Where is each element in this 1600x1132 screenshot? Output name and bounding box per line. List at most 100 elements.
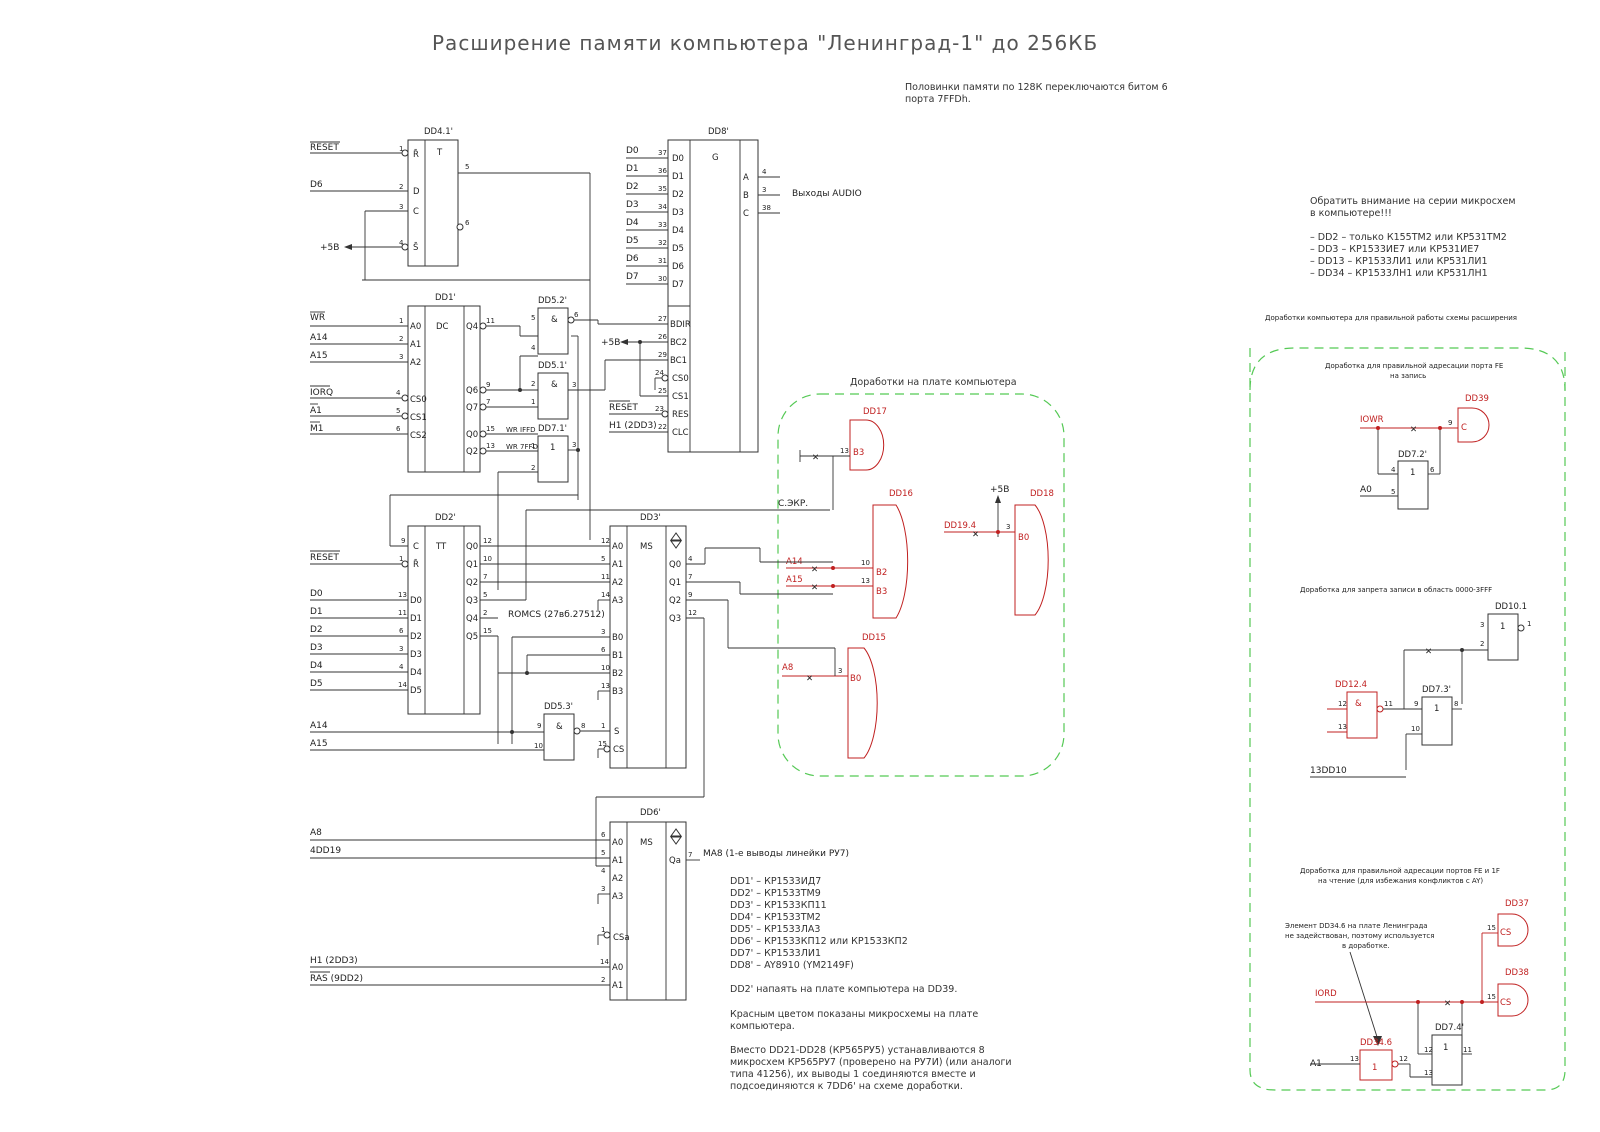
svg-text:14: 14 [398,681,407,689]
svg-text:CS1: CS1 [672,392,689,402]
svg-text:D5: D5 [310,679,323,689]
svg-text:DD1': DD1' [435,293,456,303]
svg-text:DD7.4': DD7.4' [1435,1023,1464,1033]
svg-text:S: S [614,727,619,737]
svg-text:A15: A15 [310,739,328,749]
svg-text:24: 24 [655,369,664,377]
svg-text:A1: A1 [310,406,322,416]
svg-text:D1: D1 [410,614,422,624]
svg-text:29: 29 [658,351,667,359]
svg-text:D0: D0 [672,154,684,164]
svg-text:D6: D6 [310,180,323,190]
svg-text:12: 12 [1399,1055,1408,1063]
svg-text:3: 3 [1480,621,1484,629]
svg-text:+5В: +5В [320,243,339,253]
svg-text:– DD2 – только К155ТМ2 или КР5: – DD2 – только К155ТМ2 или КР531ТМ2 [1310,232,1507,243]
svg-text:D0: D0 [410,596,422,606]
svg-text:D0: D0 [310,589,323,599]
svg-text:✕: ✕ [811,565,818,575]
svg-text:3: 3 [399,353,403,361]
svg-text:DC: DC [436,322,449,332]
svg-text:3: 3 [399,645,403,653]
svg-text:DD15: DD15 [862,633,886,643]
svg-text:+5В: +5В [601,338,620,348]
svg-text:CS0: CS0 [672,374,689,384]
svg-text:DD12.4: DD12.4 [1335,680,1367,690]
svg-text:Доработка для правильной адрес: Доработка для правильной адресации порто… [1300,867,1500,875]
svg-text:RESET: RESET [609,403,638,413]
svg-text:C: C [413,207,419,217]
svg-text:B2: B2 [876,568,887,578]
svg-text:✕: ✕ [1444,999,1451,1009]
svg-text:– DD13 – КР1533ЛИ1 или КР531ЛИ: – DD13 – КР1533ЛИ1 или КР531ЛИ1 [1310,256,1488,267]
svg-text:7: 7 [483,573,487,581]
svg-text:2: 2 [601,976,605,984]
svg-text:6: 6 [574,311,579,319]
svg-text:31: 31 [658,257,667,265]
svg-text:A15: A15 [786,575,803,585]
svg-text:IORD: IORD [1315,989,1337,999]
svg-text:D2: D2 [626,182,639,192]
parts-list: DD1' – КР1533ИД7 DD2' – КР1533ТМ9 DD3' –… [730,876,1012,1092]
svg-text:11: 11 [398,609,407,617]
svg-text:Q2: Q2 [669,596,681,606]
svg-text:A: A [743,173,749,183]
svg-text:A2: A2 [410,358,421,368]
svg-text:6: 6 [601,646,606,654]
svg-text:7: 7 [486,398,490,406]
svg-text:CS2: CS2 [410,431,427,441]
svg-text:15: 15 [1487,924,1496,932]
svg-text:DD38: DD38 [1505,968,1529,978]
svg-text:4: 4 [399,239,404,247]
svg-text:H1 (2DD3): H1 (2DD3) [609,421,657,431]
svg-text:9: 9 [537,722,541,730]
svg-text:D5: D5 [672,244,684,254]
svg-text:30: 30 [658,275,667,283]
svg-text:Доработка для правильной адрес: Доработка для правильной адресации порта… [1325,362,1503,370]
svg-text:1: 1 [601,926,605,934]
svg-text:9: 9 [486,381,490,389]
svg-text:8: 8 [581,722,585,730]
svg-text:1: 1 [1443,1043,1448,1053]
svg-text:✕: ✕ [972,530,979,540]
svg-text:6: 6 [601,831,606,839]
svg-text:11: 11 [601,573,610,581]
svg-text:DD4' – КР1533ТМ2: DD4' – КР1533ТМ2 [730,912,821,923]
svg-text:15: 15 [598,740,607,748]
svg-text:1: 1 [1527,620,1531,628]
svg-text:11: 11 [1463,1046,1472,1054]
svg-text:13: 13 [398,591,407,599]
svg-text:11: 11 [1384,700,1393,708]
svg-text:26: 26 [658,333,667,341]
svg-text:Q1: Q1 [466,560,478,570]
svg-text:9: 9 [401,537,405,545]
svg-text:2: 2 [531,464,535,472]
svg-text:13DD10: 13DD10 [1310,766,1347,776]
svg-text:DD2' – КР1533ТМ9: DD2' – КР1533ТМ9 [730,888,821,899]
chip-dd1: DD1' A0 A1 A2 DC CS0 CS1 CS2 Q4 Q6 Q7 Q0… [407,293,481,473]
svg-text:✕: ✕ [812,453,819,463]
svg-text:D5: D5 [410,686,422,696]
svg-text:6: 6 [465,219,470,227]
svg-text:12: 12 [1338,700,1347,708]
svg-text:3: 3 [601,885,605,893]
svg-text:– DD34 – КР1533ЛН1 или КР531ЛН: – DD34 – КР1533ЛН1 или КР531ЛН1 [1310,268,1488,279]
svg-text:5: 5 [483,591,487,599]
svg-text:типа 41256), их выводы 1 соеди: типа 41256), их выводы 1 соединяются вме… [730,1069,976,1080]
svg-text:D3: D3 [626,200,639,210]
svg-text:WR: WR [310,313,325,323]
svg-text:A1: A1 [612,560,623,570]
svg-text:С.ЭКР.: С.ЭКР. [778,499,808,509]
sheet-title: Расширение памяти компьютера "Ленинград-… [432,31,1098,55]
svg-text:3: 3 [572,441,576,449]
svg-text:13: 13 [486,442,495,450]
svg-text:10: 10 [601,664,610,672]
svg-text:D4: D4 [310,661,323,671]
svg-text:1: 1 [399,317,403,325]
dd2-wires: 9 RESET 1 D0 13 D1 11 D2 6 D3 3 D4 4 D5 … [310,494,830,744]
svg-text:D4: D4 [672,226,684,236]
svg-text:A0: A0 [410,322,421,332]
svg-text:1: 1 [550,443,555,453]
svg-text:4: 4 [399,663,404,671]
svg-text:12: 12 [601,537,610,545]
